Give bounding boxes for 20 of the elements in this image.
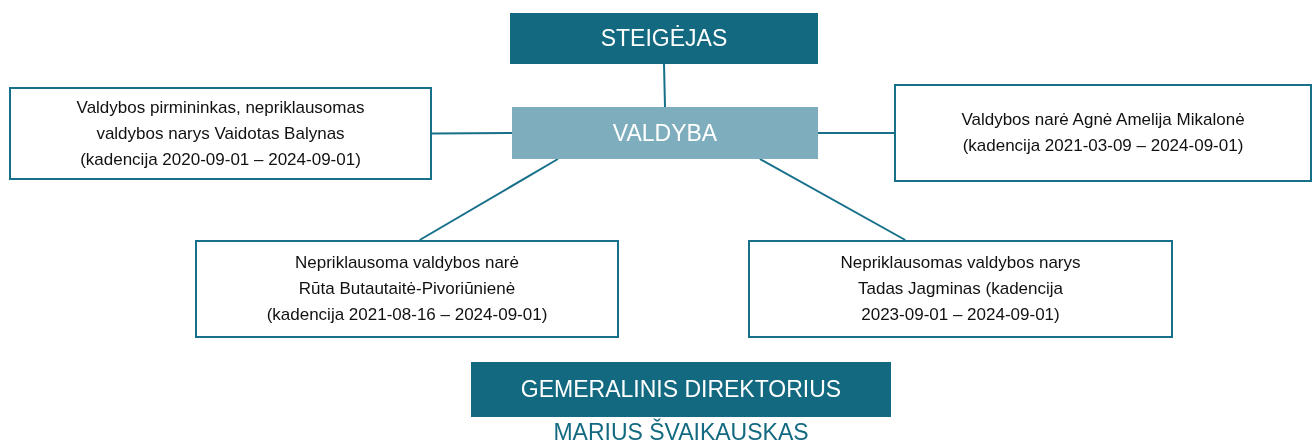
node-text: GEMERALINIS DIREKTORIUS (520, 375, 842, 405)
member-box (748, 240, 1173, 338)
node-text: Valdybos pirmininkas, nepriklausomas valdybos narys Vaidotas Balynas (kadencija 2020-09-01 – 2024-09-01) (75, 96, 366, 171)
member-box (894, 84, 1312, 182)
connector-line (418, 158, 559, 241)
connector-line (817, 132, 895, 134)
node-text: STEIGĖJAS (600, 24, 728, 54)
node-text: VALDYBA (612, 118, 718, 148)
connector-line (663, 63, 666, 108)
board-box (512, 107, 818, 159)
connector-line (758, 158, 907, 241)
role-box (471, 362, 891, 417)
node-text: Nepriklausoma valdybos narė Rūta Butautaitė-Pivoriūnienė (kadencija 2021-08-16 – 2024-09-01) (265, 252, 549, 326)
node-text: Valdybos narė Agnė Amelija Mikalonė (kadencija 2021-03-09 – 2024-09-01) (960, 109, 1246, 157)
node-text: Nepriklausomas valdybos narys Tadas Jagminas (kadencija 2023-09-01 – 2024-09-01) (839, 252, 1082, 326)
role-box (510, 13, 818, 64)
connector-line (431, 132, 513, 135)
member-box (9, 87, 432, 180)
member-box (195, 240, 619, 338)
person-name: MARIUS ŠVAIKAUSKAS (552, 418, 810, 446)
